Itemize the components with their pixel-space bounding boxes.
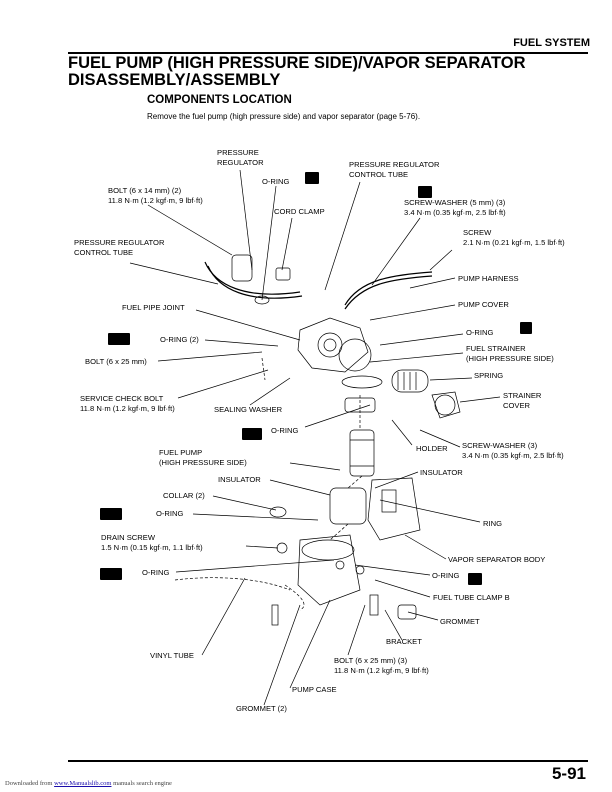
label-o-ring-collar: O-RING bbox=[156, 509, 184, 518]
section-title: FUEL SYSTEM bbox=[513, 37, 590, 49]
footer-suffix: manuals search engine bbox=[113, 780, 172, 787]
label-sealing-washer: SEALING WASHER bbox=[214, 405, 283, 414]
label-pump-case: PUMP CASE bbox=[292, 685, 337, 694]
footer-prefix: Downloaded from bbox=[5, 780, 53, 787]
label-vinyl-tube: VINYL TUBE bbox=[150, 651, 194, 660]
intro-text: Remove the fuel pump (high pressure side… bbox=[147, 112, 421, 121]
top-rule bbox=[68, 52, 588, 54]
label-bolt-6x14: BOLT (6 x 14 mm) (2)11.8 N·m (1.2 kgf·m,… bbox=[108, 186, 203, 205]
label-pump-cover: PUMP COVER bbox=[458, 300, 509, 309]
label-fuel-strainer: FUEL STRAINER(HIGH PRESSURE SIDE) bbox=[466, 344, 554, 363]
label-bolt-6x25: BOLT (6 x 25 mm) bbox=[85, 357, 147, 366]
label-pump-harness: PUMP HARNESS bbox=[458, 274, 519, 283]
label-collar: COLLAR (2) bbox=[163, 491, 205, 500]
bottom-rule bbox=[68, 760, 588, 762]
label-o-ring-top: O-RING bbox=[262, 177, 290, 186]
label-insulator-right: INSULATOR bbox=[420, 468, 463, 477]
label-o-ring-low-left: O-RING bbox=[142, 568, 170, 577]
page-number: 5-91 bbox=[551, 764, 586, 783]
label-holder: HOLDER bbox=[416, 444, 448, 453]
label-screw-washer-3: SCREW-WASHER (3)3.4 N·m (0.35 kgf·m, 2.5… bbox=[462, 441, 564, 460]
subtitle: COMPONENTS LOCATION bbox=[147, 94, 292, 106]
label-bolt-6x25-3: BOLT (6 x 25 mm) (3)11.8 N·m (1.2 kgf·m,… bbox=[334, 656, 429, 675]
label-vapor-separator-body: VAPOR SEPARATOR BODY bbox=[448, 555, 546, 564]
label-o-ring-right: O-RING bbox=[466, 328, 494, 337]
label-spring: SPRING bbox=[474, 371, 504, 380]
label-screw-washer-5mm: SCREW-WASHER (5 mm) (3)3.4 N·m (0.35 kgf… bbox=[404, 198, 506, 217]
label-fuel-pipe-joint: FUEL PIPE JOINT bbox=[122, 303, 185, 312]
label-bracket: BRACKET bbox=[386, 637, 422, 646]
label-cord-clamp: CORD CLAMP bbox=[274, 207, 325, 216]
label-o-ring-2: O-RING (2) bbox=[160, 335, 199, 344]
label-fuel-tube-clamp-b: FUEL TUBE CLAMP B bbox=[433, 593, 510, 602]
label-o-ring-low-right: O-RING bbox=[432, 571, 460, 580]
label-insulator-left: INSULATOR bbox=[218, 475, 261, 484]
label-o-ring-mid: O-RING bbox=[271, 426, 299, 435]
label-ring: RING bbox=[483, 519, 502, 528]
footer-link[interactable]: www.Manualslib.com bbox=[54, 780, 112, 787]
label-fuel-pump: FUEL PUMP(HIGH PRESSURE SIDE) bbox=[159, 448, 247, 467]
footer: Downloaded from www.Manualslib.com manua… bbox=[5, 780, 172, 787]
page-title: FUEL PUMP (HIGH PRESSURE SIDE)/VAPOR SEP… bbox=[68, 54, 526, 89]
label-grommet: GROMMET bbox=[440, 617, 480, 626]
label-grommet-2: GROMMET (2) bbox=[236, 704, 287, 713]
